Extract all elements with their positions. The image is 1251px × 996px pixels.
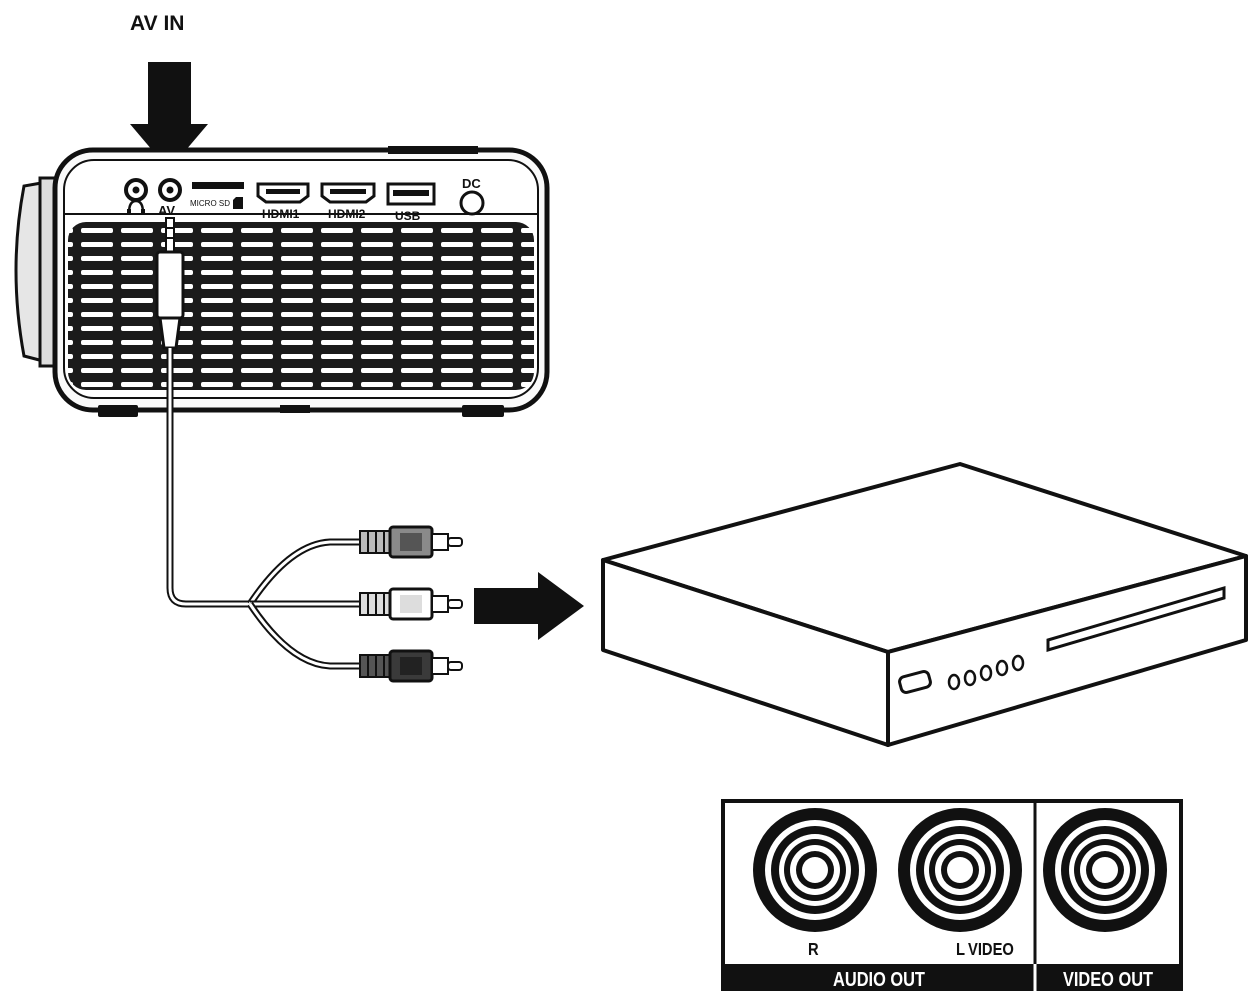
usb-label: USB	[395, 209, 421, 223]
output-jack-panel: R L VIDEO AUDIO OUT VIDEO OUT	[721, 799, 1183, 991]
dvd-button	[979, 664, 993, 682]
av-cable	[155, 217, 463, 683]
dvd-button	[963, 669, 977, 687]
rca-plug-top	[359, 525, 463, 559]
headphone-icon	[127, 199, 145, 215]
dvd-button	[995, 659, 1009, 677]
dvd-player	[601, 462, 1248, 747]
dc-jack	[459, 190, 485, 216]
jack-l-label: L	[956, 940, 965, 960]
hdmi2-label: HDMI2	[328, 207, 366, 221]
av-plug	[155, 250, 185, 320]
audio-r-jack	[753, 808, 877, 932]
jack-r-label: R	[808, 940, 819, 960]
connect-arrow-icon	[474, 572, 584, 640]
projector-vent-grille	[68, 222, 534, 390]
sd-card-icon	[233, 197, 243, 209]
dvd-display	[898, 670, 932, 694]
video-out-label: VIDEO OUT	[1063, 967, 1153, 990]
dvd-disc-tray	[1046, 585, 1226, 653]
audio-out-label: AUDIO OUT	[833, 967, 925, 990]
micro-sd-slot	[192, 182, 244, 189]
av-jack-label: AV	[158, 203, 175, 218]
dvd-button	[1011, 654, 1025, 672]
dc-label: DC	[462, 176, 481, 191]
projector: AV MICRO SD HDMI1 HDMI2 USB DC	[14, 146, 550, 417]
av-in-label: AV IN	[130, 12, 184, 35]
hdmi1-label: HDMI1	[262, 207, 300, 221]
jack-video-label: VIDEO	[968, 940, 1014, 960]
audio-l-jack	[898, 808, 1022, 932]
video-jack	[1043, 808, 1167, 932]
rca-plug-bottom	[359, 649, 463, 683]
dvd-button	[947, 673, 961, 691]
micro-sd-label: MICRO SD	[190, 199, 230, 208]
output-label-bar	[723, 964, 1181, 991]
rca-plug-middle	[359, 587, 463, 621]
av-in-arrow-icon	[130, 62, 208, 170]
